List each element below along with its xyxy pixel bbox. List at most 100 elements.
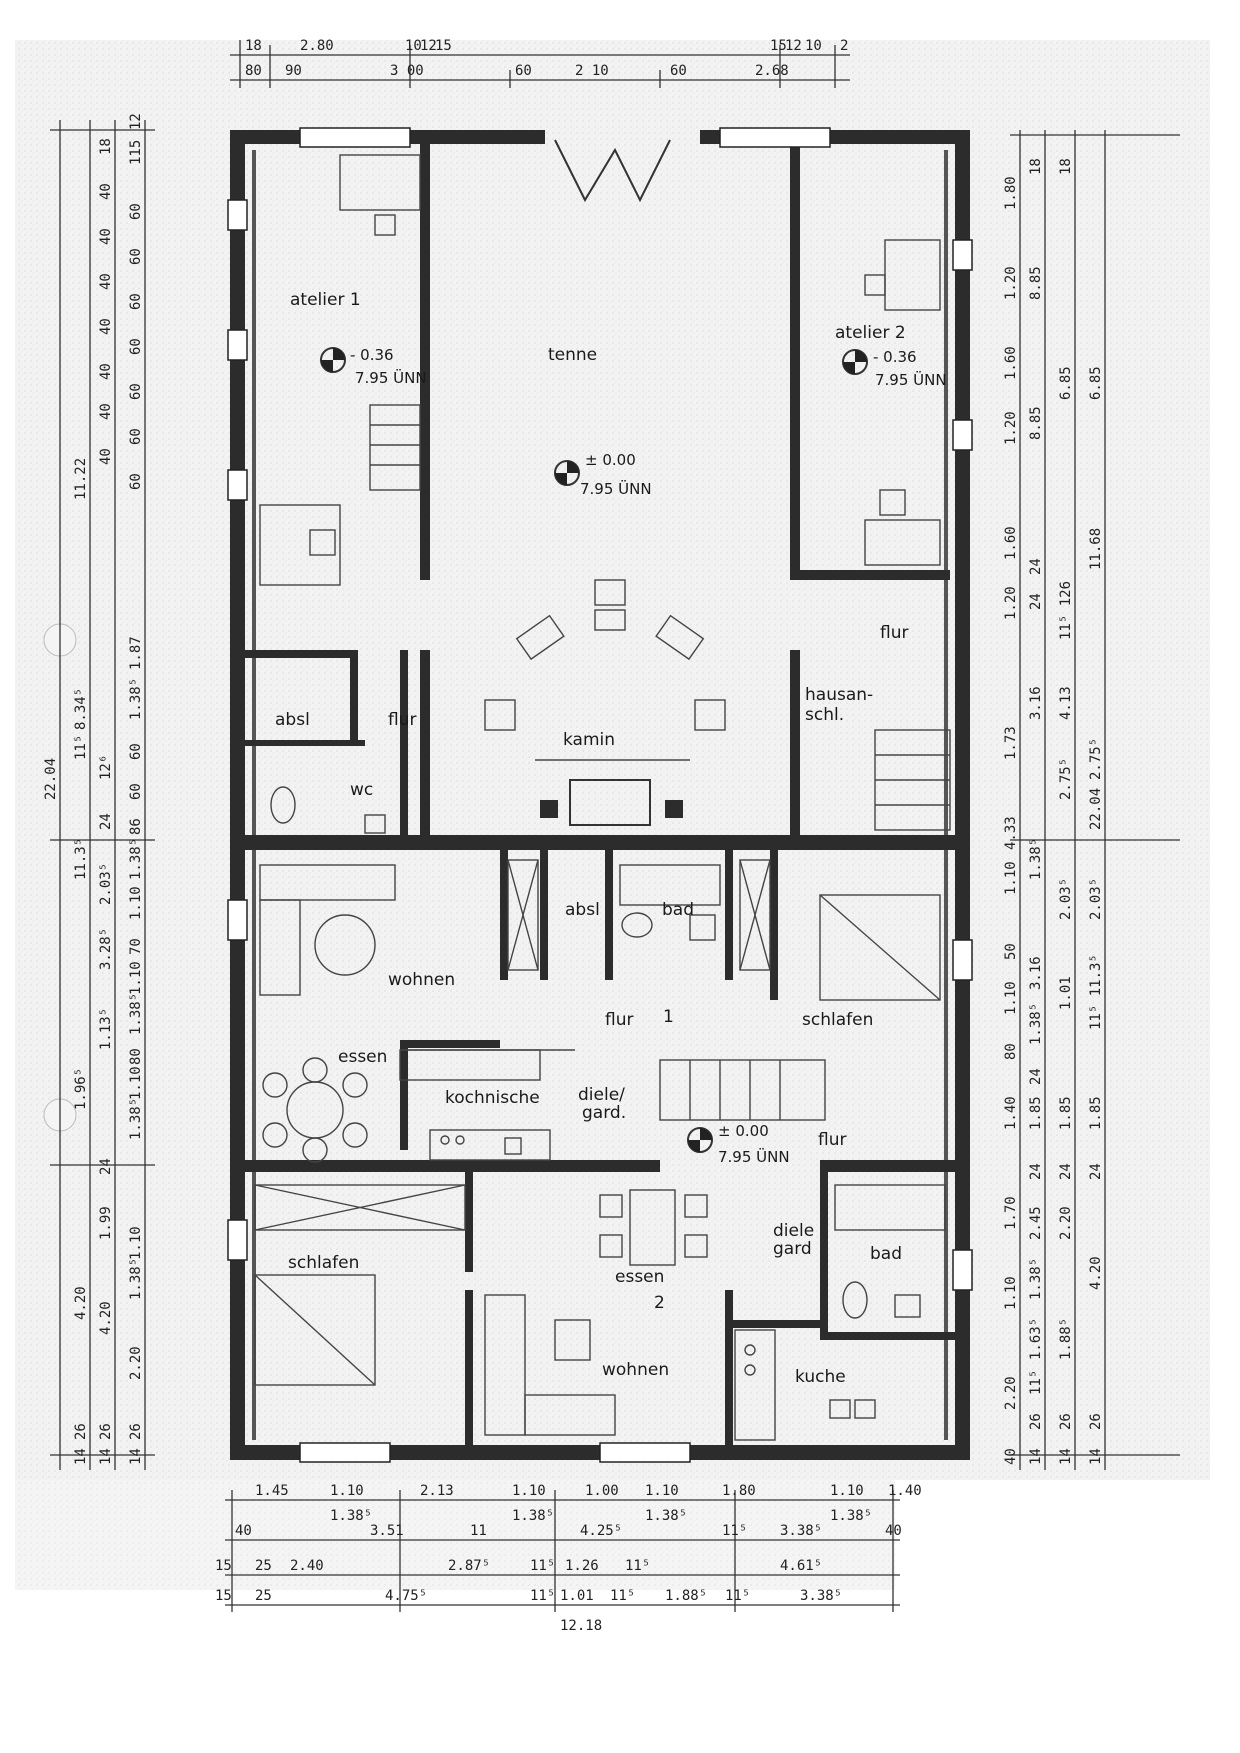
dim-right-col1-5: 1.20 <box>1003 586 1019 620</box>
dim-left-col2-5: 4.20 <box>73 1286 89 1320</box>
dim-right-col3-8: 24 <box>1058 1163 1074 1180</box>
dim-left-col2-3: 11.3⁵ <box>73 838 89 880</box>
label-essen-2: essen <box>615 1267 664 1287</box>
dim-left-col4-1: 115 <box>128 140 144 165</box>
dim-right-col1-2: 1.60 <box>1003 346 1019 380</box>
dim-bottom-row2-0: 40 <box>235 1523 252 1539</box>
dim-right-col3-5: 2.03⁵ <box>1058 878 1074 920</box>
label-kuche: kuche <box>795 1367 846 1387</box>
dim-left-col4-3: 60 <box>128 248 144 265</box>
dim-right-col3-6: 1.01 <box>1058 976 1074 1010</box>
interior-walls <box>230 140 970 1445</box>
dim-right-col1-13: 1.70 <box>1003 1196 1019 1230</box>
dim-right-col4-4: 2.03⁵ <box>1088 878 1104 920</box>
dim-left-col4-11: 60 <box>128 743 144 760</box>
label-schl: schl. <box>805 705 844 725</box>
label-essen-1: essen <box>338 1047 387 1067</box>
label-flur-1: flur <box>605 1010 633 1030</box>
label-gard-1: gard. <box>582 1103 626 1123</box>
dim-left-col3-6: 40 <box>98 403 114 420</box>
label-unit-1: 1 <box>663 1007 674 1027</box>
dim-right-col1-12: 1.40 <box>1003 1096 1019 1130</box>
dim-left-col4-10: 1.38⁵ <box>128 678 144 720</box>
dim-left-col2-1: 8.34⁵ <box>73 688 89 730</box>
dim-right-col2-9: 24 <box>1028 1068 1044 1085</box>
dim-right-col3-4: 11⁵ 126 <box>1058 581 1074 640</box>
dim-left-col2-2: 11⁵ <box>73 735 89 760</box>
dim-bottom-row4-4: 1.01 <box>560 1588 594 1604</box>
dim-right-col2-5: 3.16 <box>1028 686 1044 720</box>
level-atelier-1-nn: 7.95 ÜNN <box>355 368 427 387</box>
dim-top-row2-5: 60 <box>670 63 687 79</box>
dim-top-row2-4: 2 10 <box>575 63 609 79</box>
dim-left-col4-7: 60 <box>128 428 144 445</box>
dim-bottom-row1-6: 1.80 <box>722 1483 756 1499</box>
dim-left-col4-22: 1.10 <box>128 1226 144 1260</box>
dim-left-col4-23: 1.38⁵ <box>128 1258 144 1300</box>
dim-right-col2-1: 8.85 <box>1028 266 1044 300</box>
dim-left-col4-18: 1.38⁵ <box>128 993 144 1035</box>
dim-left-col4-0: 12 <box>128 113 144 130</box>
dim-right-col4-6: 1.85 <box>1088 1096 1104 1130</box>
dim-bottom-row1-0: 1.45 <box>255 1483 289 1499</box>
dim-right-col1-4: 1.60 <box>1003 526 1019 560</box>
label-atelier-1: atelier 1 <box>290 290 361 310</box>
dim-top-row1-2: 10 <box>405 38 422 54</box>
dim-bottom-total: 12.18 <box>560 1618 602 1634</box>
dim-right-col4-0: 11.68 <box>1088 528 1104 570</box>
dim-bottom-row2-3: 4.25⁵ <box>580 1523 622 1539</box>
dim-top-row2-1: 90 <box>285 63 302 79</box>
dim-left-col3-9: 24 <box>98 813 114 830</box>
dim-left-col4-12: 60 <box>128 783 144 800</box>
dim-right-col1-8: 1.10 <box>1003 861 1019 895</box>
dim-right-col2-11: 24 <box>1028 1163 1044 1180</box>
dim-right-col3-0: 18 <box>1058 158 1074 175</box>
label-kamin: kamin <box>563 730 615 750</box>
dim-top-row2-2: 3 00 <box>390 63 424 79</box>
dim-right-col3-3: 2.75⁵ <box>1058 758 1074 800</box>
dim-left-col4-13: 86 <box>128 818 144 835</box>
fixtures <box>254 154 951 1441</box>
label-diele-2: diele <box>773 1221 814 1241</box>
dim-left-col4-16: 70 <box>128 938 144 955</box>
level-markers <box>320 347 868 1153</box>
window-marks <box>227 127 973 1463</box>
dim-left-col3-4: 40 <box>98 318 114 335</box>
dim-right-col2-4: 24 <box>1028 593 1044 610</box>
level-flur-nn: 7.95 ÜNN <box>718 1147 790 1166</box>
dim-left-col3-10: 2.03⁵ <box>98 863 114 905</box>
dim-bottom-row4-1: 25 <box>255 1588 272 1604</box>
dim-top-row2-0: 80 <box>245 63 262 79</box>
dim-right-col2-13: 1.38⁵ <box>1028 1258 1044 1300</box>
dim-top-row1-0: 18 <box>245 38 262 54</box>
dim-right-col2-16: 26 <box>1028 1413 1044 1430</box>
dim-bottom-row1b-0: 1.38⁵ <box>330 1508 372 1524</box>
label-wohnen-1: wohnen <box>388 970 455 990</box>
dim-right-col2-14: 1.63⁵ <box>1028 1318 1044 1360</box>
dim-left-col4-15: 1.10 <box>128 886 144 920</box>
dim-left-col3-17: 14 <box>98 1448 114 1465</box>
dim-right-col2-8: 1.38⁵ <box>1028 1003 1044 1045</box>
label-flur-mid: flur <box>818 1130 846 1150</box>
label-bad-1: bad <box>662 900 694 920</box>
dim-top-row1-3: 12 <box>420 38 437 54</box>
dim-right-col3-7: 1.85 <box>1058 1096 1074 1130</box>
level-flur-value: ± 0.00 <box>718 1122 769 1140</box>
dim-bottom-row1b-1: 1.38⁵ <box>512 1508 554 1524</box>
label-diele-1: diele/ <box>578 1085 625 1105</box>
label-hausan: hausan- <box>805 685 873 705</box>
label-absl-mid: absl <box>565 900 600 920</box>
label-wc: wc <box>350 780 373 800</box>
scan-texture-bottom <box>15 1480 895 1590</box>
right-dimension-lines <box>1010 130 1180 1470</box>
dim-top-row1-8: 2 <box>840 38 848 54</box>
dim-left-col3-13: 24 <box>98 1158 114 1175</box>
dim-bottom-row4-0: 15 <box>215 1588 232 1604</box>
dim-left-col3-5: 40 <box>98 363 114 380</box>
dim-bottom-row2-4: 11⁵ <box>722 1523 747 1539</box>
label-atelier-2: atelier 2 <box>835 323 906 343</box>
dim-left-col4-20: 1.10 <box>128 1066 144 1100</box>
dim-bottom-row4-2: 4.75⁵ <box>385 1588 427 1604</box>
dim-right-col1-14: 1.10 <box>1003 1276 1019 1310</box>
